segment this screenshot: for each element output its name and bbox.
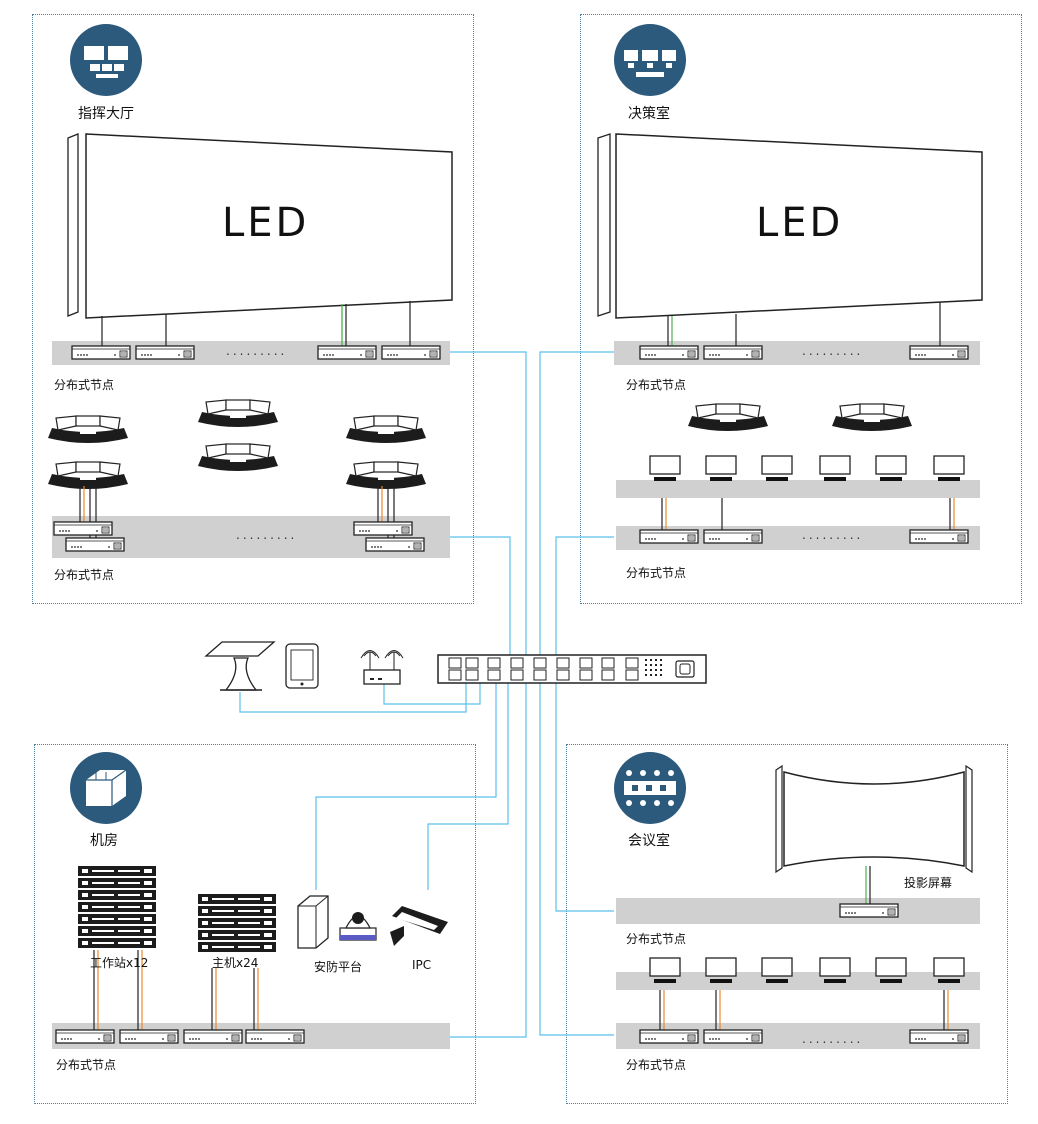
command-consoles xyxy=(47,399,427,490)
zone-decision-room xyxy=(580,14,1022,604)
meeting-node-strip-1 xyxy=(616,898,980,924)
ipc-camera xyxy=(390,906,448,946)
decision-room-title: 决策室 xyxy=(628,106,670,122)
security-platform-device xyxy=(297,895,329,949)
command-hall-led-screen xyxy=(67,133,453,319)
command-node-label-2: 分布式节点 xyxy=(54,568,115,582)
monitor-wall-icon xyxy=(70,24,142,96)
decision-consoles xyxy=(687,403,913,432)
server-rack-icon xyxy=(70,752,142,824)
meeting-node-label-1: 分布式节点 xyxy=(626,932,687,946)
command-ellipsis-1: ......... xyxy=(226,344,288,358)
command-ellipsis-2: ......... xyxy=(236,528,298,542)
decision-ellipsis-1: ......... xyxy=(802,344,864,358)
decision-node-label-1: 分布式节点 xyxy=(626,378,687,392)
decision-ellipsis-2: ......... xyxy=(802,528,864,542)
decision-monitor-strip xyxy=(616,480,980,498)
meeting-node-projection xyxy=(839,903,899,918)
command-hall-title: 指挥大厅 xyxy=(78,106,134,122)
decision-led-label: LED xyxy=(756,200,844,246)
projection-screen-label: 投影屏幕 xyxy=(904,876,953,890)
ptz-camera xyxy=(339,912,377,941)
command-node-label-1: 分布式节点 xyxy=(54,378,115,392)
machine-room-title: 机房 xyxy=(90,833,118,849)
decision-room-led-screen xyxy=(597,133,983,319)
command-led-label: LED xyxy=(222,200,310,246)
wireless-router xyxy=(360,650,404,685)
decision-monitors xyxy=(649,455,965,482)
security-platform-label: 安防平台 xyxy=(314,960,363,974)
zone-meeting-room xyxy=(566,744,1008,1104)
host-stack xyxy=(198,894,276,952)
meeting-node-label-2: 分布式节点 xyxy=(626,1058,687,1072)
network-switch xyxy=(437,654,707,684)
meeting-table-icon xyxy=(614,752,686,824)
control-console-icon xyxy=(614,24,686,96)
network-cabling xyxy=(239,351,614,1038)
meeting-room-title: 会议室 xyxy=(628,833,670,849)
touch-kiosk xyxy=(204,641,276,691)
workstation-stack xyxy=(78,866,156,948)
decision-node-label-2: 分布式节点 xyxy=(626,566,687,580)
projection-screen xyxy=(775,764,973,874)
tablet-device xyxy=(285,643,319,689)
machine-node-label: 分布式节点 xyxy=(56,1058,117,1072)
host-label: 主机x24 xyxy=(212,956,259,970)
zone-command-hall xyxy=(32,14,474,604)
ipc-label: IPC xyxy=(412,958,432,972)
meeting-ellipsis: ......... xyxy=(802,1032,864,1046)
workstation-label: 工作站x12 xyxy=(90,956,149,970)
zone-machine-room xyxy=(34,744,476,1104)
